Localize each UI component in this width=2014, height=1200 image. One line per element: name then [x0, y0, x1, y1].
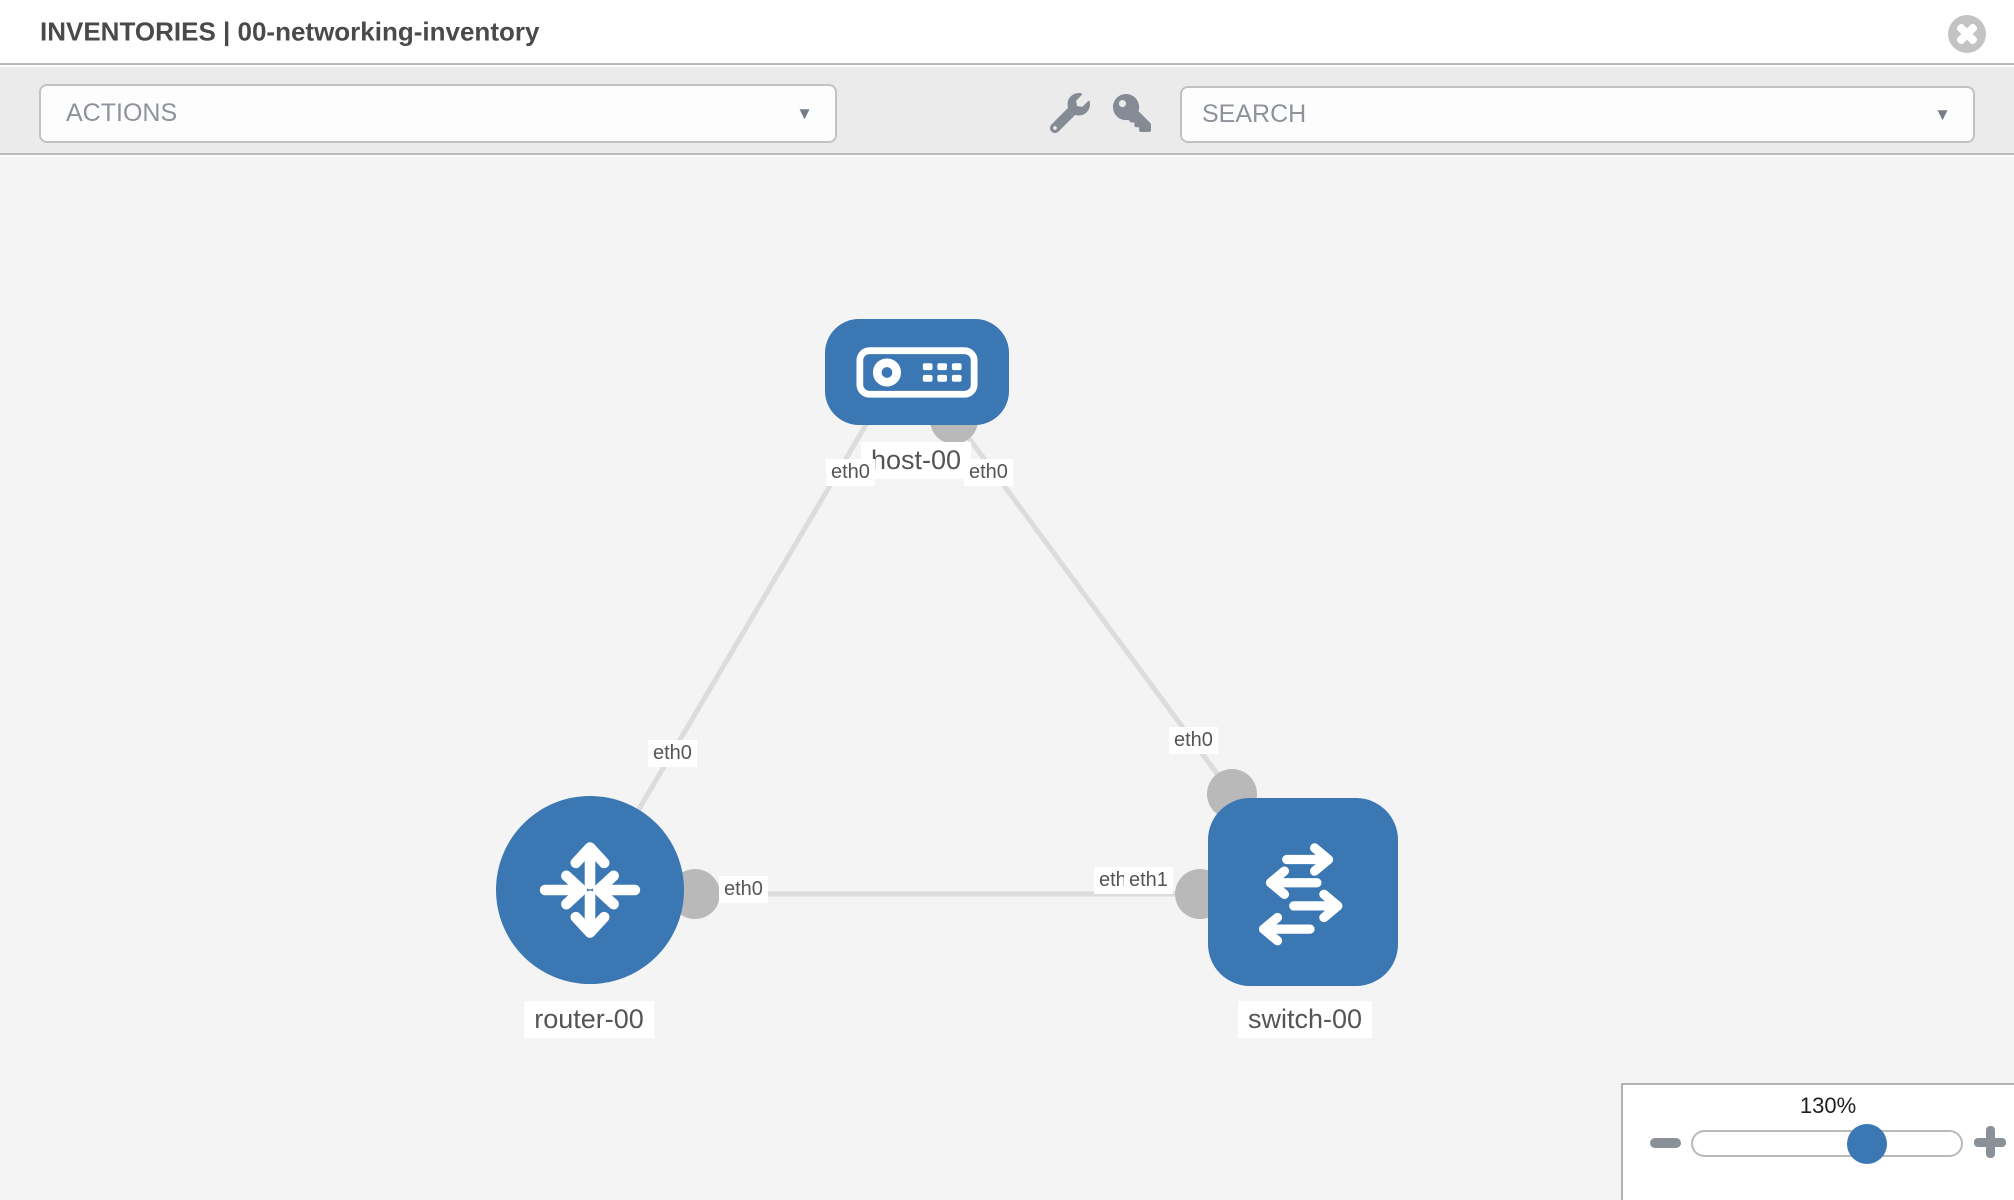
chevron-down-icon: ▼ — [1934, 104, 1951, 124]
zoom-in-button[interactable] — [1973, 1125, 2007, 1159]
node-host-00[interactable] — [825, 319, 1009, 425]
actions-dropdown-label: ACTIONS — [66, 99, 178, 127]
zoom-control-panel: 130% — [1621, 1083, 2014, 1200]
header-bar: INVENTORIES | 00-networking-inventory — [0, 0, 2014, 65]
host-icon — [856, 347, 978, 398]
iface-label-switch-eth1-horiz: eth1 — [1124, 867, 1173, 894]
credentials-button[interactable] — [1108, 89, 1156, 137]
node-switch-00[interactable] — [1208, 798, 1398, 986]
wrench-icon — [1050, 93, 1090, 133]
node-label-switch: switch-00 — [1237, 1001, 1373, 1038]
search-dropdown[interactable]: SEARCH ▼ — [1180, 86, 1975, 143]
zoom-out-button[interactable] — [1650, 1138, 1681, 1148]
page-title: INVENTORIES | 00-networking-inventory — [40, 16, 540, 46]
key-icon — [1113, 94, 1151, 132]
iface-label-switch-eth0-diag: eth0 — [1169, 727, 1218, 754]
node-label-router: router-00 — [524, 1001, 654, 1038]
topology-canvas[interactable]: host-00 router-00 switch-00 eth0 eth0 et… — [0, 157, 2014, 1200]
toolbar: ACTIONS ▼ SEARCH ▼ — [0, 67, 2014, 155]
zoom-slider-handle[interactable] — [1847, 1124, 1887, 1164]
close-button[interactable] — [1948, 15, 1986, 53]
actions-dropdown[interactable]: ACTIONS ▼ — [39, 84, 837, 143]
plus-icon — [1985, 1126, 1995, 1158]
node-router-00[interactable] — [496, 796, 684, 984]
switch-icon — [1258, 843, 1343, 946]
links-layer — [587, 416, 1235, 897]
router-icon — [539, 842, 641, 938]
node-label-host: host-00 — [860, 442, 972, 479]
iface-label-router-eth0-horiz: eth0 — [719, 876, 768, 903]
iface-label-host-eth0-left: eth0 — [826, 459, 875, 486]
chevron-down-icon: ▼ — [796, 103, 813, 123]
tools-button[interactable] — [1046, 89, 1094, 137]
iface-label-host-eth0-right: eth0 — [964, 459, 1013, 486]
search-placeholder: SEARCH — [1202, 100, 1307, 128]
iface-label-router-eth0-diag: eth0 — [648, 740, 697, 767]
zoom-percentage: 130% — [1799, 1093, 1857, 1118]
zoom-slider[interactable] — [1691, 1124, 1963, 1164]
